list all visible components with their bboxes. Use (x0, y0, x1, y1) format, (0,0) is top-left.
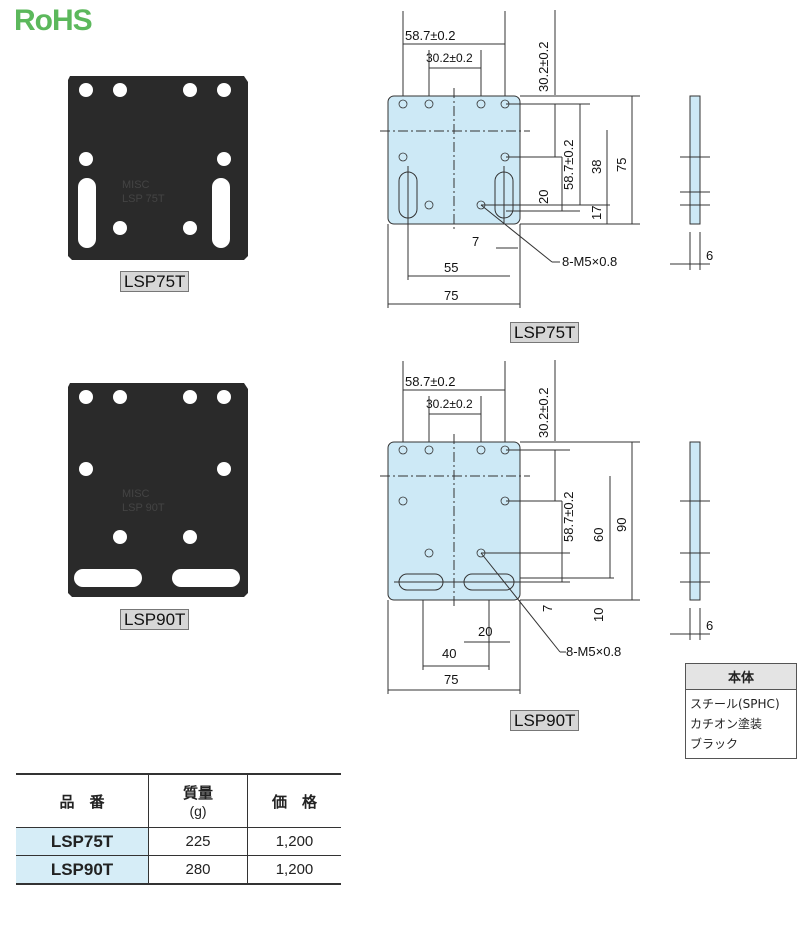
cell-mass: 225 (148, 827, 248, 856)
cell-part: LSP90T (16, 855, 149, 885)
dim-90-30-2-v: 30.2±0.2 (536, 387, 551, 438)
dim-90-58-7: 58.7±0.2 (405, 374, 456, 389)
photo-lsp90t: MISC LSP 90T (68, 383, 248, 597)
table-header-row: 品 番 質量(g) 価 格 (16, 773, 341, 828)
drawing-lsp75t: 58.7±0.2 30.2±0.2 30.2±0.2 58.7±0.2 20 3… (380, 10, 713, 308)
spec-coating: カチオン塗装 (690, 717, 763, 731)
header-mass-unit: (g) (189, 803, 207, 819)
dim-75-20: 20 (536, 190, 551, 204)
header-mass-label: 質量 (182, 785, 213, 802)
dim-75-7: 7 (472, 234, 479, 249)
header-price: 価 格 (247, 773, 341, 828)
dim-90-20: 20 (478, 624, 492, 639)
drawing-lsp90t: 58.7±0.2 30.2±0.2 30.2±0.2 58.7±0.2 60 9… (380, 360, 713, 694)
dim-75-58-7-v: 58.7±0.2 (561, 139, 576, 190)
dim-90-10: 10 (591, 608, 606, 622)
svg-text:MISC: MISC (122, 179, 150, 191)
svg-text:LSP 90T: LSP 90T (122, 502, 165, 514)
dim-90-75: 75 (444, 672, 458, 687)
dim-75-30-2: 30.2±0.2 (426, 51, 473, 65)
photo-lsp75t: MISC LSP 75T (68, 76, 248, 260)
cell-part: LSP75T (16, 827, 149, 856)
thread-90: 8-M5×0.8 (566, 644, 621, 659)
dim-75-30-2-v: 30.2±0.2 (536, 41, 551, 92)
table-row: LSP90T 280 1,200 (16, 855, 341, 885)
spec-color: ブラック (690, 737, 739, 751)
photo-label-lsp75t: LSP75T (120, 271, 190, 292)
thread-75: 8-M5×0.8 (562, 254, 617, 269)
table-row: LSP75T 225 1,200 (16, 827, 341, 856)
dim-75-75-h: 75 (444, 288, 458, 303)
cell-price: 1,200 (247, 827, 341, 856)
photo-label-lsp90t: LSP90T (120, 609, 190, 630)
dim-90-7: 7 (540, 605, 555, 612)
spec-material: スチール(SPHC) (690, 697, 780, 711)
dim-90-30-2: 30.2±0.2 (426, 397, 473, 411)
svg-text:MISC: MISC (122, 488, 150, 500)
dim-90-58-7-v: 58.7±0.2 (561, 491, 576, 542)
dim-90-60: 60 (591, 528, 606, 542)
dim-75-58-7: 58.7±0.2 (405, 28, 456, 43)
drawing-label-lsp75t: LSP75T (510, 322, 580, 343)
header-mass: 質量(g) (148, 773, 248, 828)
product-table: 品 番 質量(g) 価 格 LSP75T 225 1,200 LSP90T 28… (16, 773, 341, 885)
cell-mass: 280 (148, 855, 248, 885)
rohs-logo: RoHS (14, 4, 93, 37)
cell-price: 1,200 (247, 855, 341, 885)
dim-90-40: 40 (442, 646, 456, 661)
dim-75-55: 55 (444, 260, 458, 275)
dim-75-75-v: 75 (614, 158, 629, 172)
dim-75-38: 38 (589, 160, 604, 174)
dim-75-6: 6 (706, 248, 713, 263)
drawing-label-lsp90t: LSP90T (510, 710, 580, 731)
spec-title: 本体 (686, 664, 796, 690)
dim-90-90: 90 (614, 518, 629, 532)
material-spec-box: 本体 スチール(SPHC) カチオン塗装 ブラック (685, 663, 797, 759)
svg-text:LSP 75T: LSP 75T (122, 193, 165, 205)
header-part-number: 品 番 (16, 773, 149, 828)
dim-75-17: 17 (589, 206, 604, 220)
dim-90-6: 6 (706, 618, 713, 633)
